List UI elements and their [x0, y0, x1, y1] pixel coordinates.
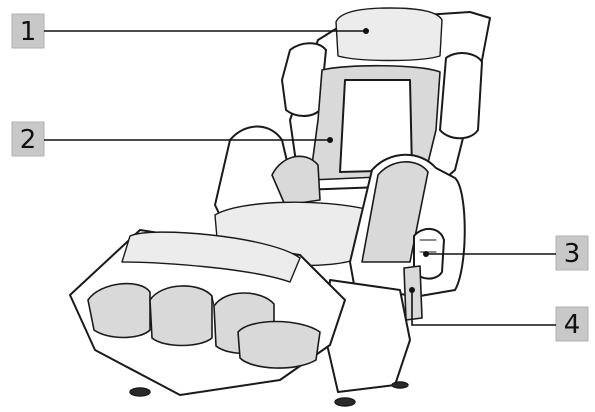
headrest-pillow — [335, 7, 443, 62]
callout-1-label: 1 — [20, 17, 37, 47]
callout-4-label: 4 — [564, 310, 581, 340]
chair-foot-back — [391, 381, 409, 389]
callout-1-dot — [363, 28, 369, 34]
callout-3-label: 3 — [564, 239, 581, 269]
callout-2: 2 — [11, 121, 333, 157]
leg-rest-left-channel — [87, 282, 151, 339]
callout-4-dot — [409, 287, 415, 293]
callout-4: 4 — [409, 287, 589, 342]
right-shoulder-pad — [439, 52, 483, 140]
callout-1-badge — [11, 13, 45, 49]
massage-chair-illustration — [69, 7, 491, 407]
callout-2-dot — [327, 137, 333, 143]
leg-rest-front-pad — [237, 320, 321, 369]
leg-rest-top-pad — [121, 231, 301, 283]
right-arm-pad — [361, 161, 429, 263]
callout-3-dot — [423, 251, 429, 257]
callout-4-leader — [411, 290, 556, 326]
callout-1: 1 — [11, 13, 369, 49]
callout-3: 3 — [423, 235, 589, 271]
callout-2-badge — [11, 121, 45, 157]
left-arm-pad — [271, 155, 321, 206]
callout-3-badge — [555, 235, 589, 271]
side-lever — [403, 265, 423, 321]
callout-4-badge — [555, 306, 589, 342]
callout-2-label: 2 — [20, 125, 37, 155]
chair-foot-left — [129, 387, 151, 397]
chair-foot-right — [334, 397, 356, 407]
leg-rest-middle-channel — [149, 285, 213, 347]
